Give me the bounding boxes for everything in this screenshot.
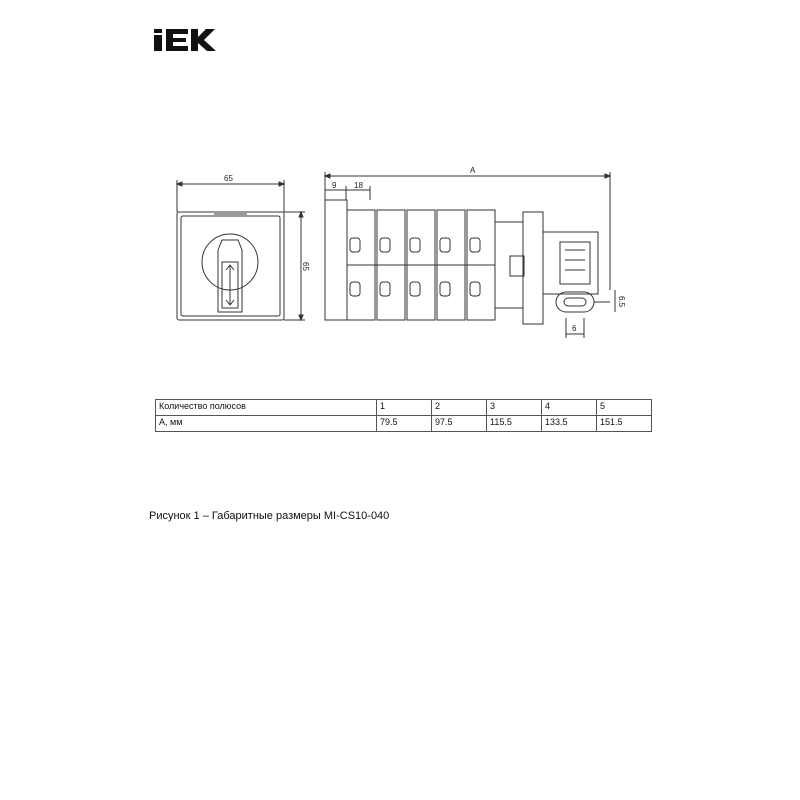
- iek-logo: [154, 29, 216, 51]
- dimensions-table: Количество полюсов 1 2 3 4 5 A, мм 79.5 …: [155, 399, 652, 432]
- figure-caption: Рисунок 1 – Габаритные размеры MI-CS10-0…: [149, 510, 390, 522]
- table-cell: 2: [431, 399, 487, 416]
- dim-offset: 9: [332, 181, 337, 190]
- table-cell-label: Количество полюсов: [155, 399, 377, 416]
- table-cell: 79.5: [376, 415, 432, 432]
- dim-overall-a: A: [470, 166, 476, 175]
- table-cell: 3: [486, 399, 542, 416]
- dim-slot-width: 6: [572, 324, 577, 333]
- side-view: [323, 172, 616, 338]
- table-cell: 97.5: [431, 415, 487, 432]
- table-cell: 133.5: [541, 415, 597, 432]
- table-cell: 115.5: [486, 415, 542, 432]
- table-cell-label: A, мм: [155, 415, 377, 432]
- table-cell: 151.5: [596, 415, 652, 432]
- table-cell: 5: [596, 399, 652, 416]
- dim-front-width: 65: [224, 174, 233, 183]
- front-view: [175, 180, 305, 322]
- table-cell: 1: [376, 399, 432, 416]
- dim-front-height: 65: [301, 262, 310, 271]
- table-row: Количество полюсов 1 2 3 4 5: [155, 399, 652, 416]
- table-row: A, мм 79.5 97.5 115.5 133.5 151.5: [155, 415, 652, 432]
- dim-slot-height: 6.5: [617, 296, 626, 308]
- dimension-drawing: 65 65 A 9 18 6.5 6: [175, 166, 626, 338]
- dim-pitch: 18: [354, 181, 363, 190]
- table-cell: 4: [541, 399, 597, 416]
